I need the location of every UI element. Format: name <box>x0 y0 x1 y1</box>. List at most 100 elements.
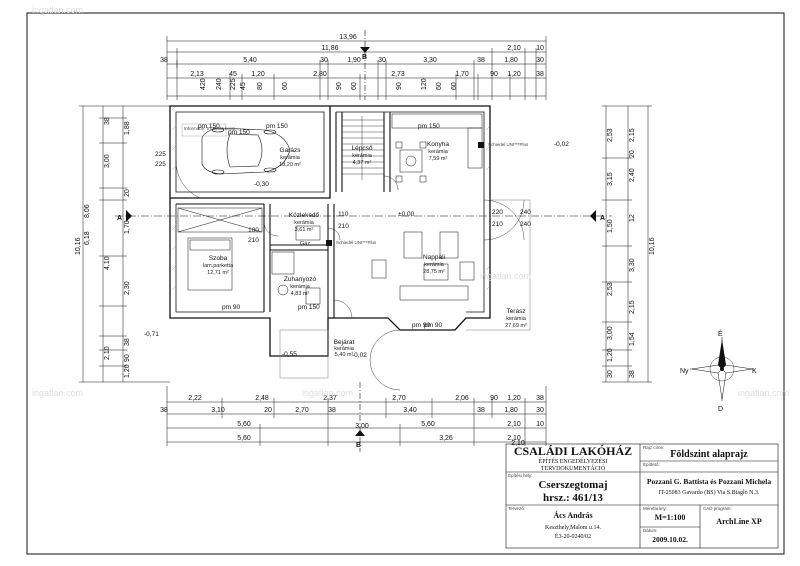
dim-top-total: 13,96 <box>339 34 357 41</box>
window-dim-225b: 225 <box>155 161 166 168</box>
room-zuhanyozo-area: 4,83 m² <box>291 291 310 297</box>
watermark-2: ingatlan.com <box>302 388 353 398</box>
dim-top-r4-2: 45 <box>229 71 237 78</box>
designer-address: Keszthely,Malom u.14. <box>545 525 601 531</box>
room-terasz-material: kerámia <box>506 316 527 322</box>
dim-left-3: 3,00 <box>104 154 111 168</box>
room-konyha-name: Konyha <box>427 141 449 148</box>
dim-right-16: 20 <box>629 150 636 158</box>
dim-left-12: 2,10 <box>104 346 111 360</box>
terrace-outline <box>466 199 531 331</box>
compass-north-label: É <box>718 329 723 338</box>
room-lepcso-material: kerámia <box>352 153 373 159</box>
entry-landing <box>279 329 329 379</box>
dim-right-11: 3,00 <box>607 326 614 340</box>
compass-south-label: D <box>718 406 723 413</box>
right-dimensions <box>602 105 652 383</box>
section-line-a: A A <box>115 210 612 222</box>
cad-label: CAD program: <box>703 506 732 511</box>
dim-right-12: 1,54 <box>629 332 636 346</box>
door-dim-110: 110 <box>338 211 349 218</box>
dim-top-r4-9: 38 <box>536 71 544 78</box>
dim-top-r4-6: 1,70 <box>455 71 469 78</box>
plan-annotations: ±0,00 -0,30 -0,02 -0,71 -0,55 -0,02 pm 1… <box>144 123 569 359</box>
dim-right-2: 2,15 <box>629 128 636 142</box>
room-lepcso-area: 4,37 m² <box>353 160 372 166</box>
dim-left-5: 8,06 <box>84 204 91 218</box>
dim-right-14: 38 <box>629 370 636 378</box>
dim-left-13: 90 <box>124 354 131 362</box>
bedroom-furniture <box>177 207 263 291</box>
dim-top-r5-10: 120 <box>421 78 428 90</box>
garage-level-marker: -0,30 <box>254 181 269 188</box>
dim-bottom-r2-1: 38 <box>160 407 168 414</box>
dim-top-r3-7: 38 <box>477 57 485 64</box>
compass-east-label: K <box>752 368 757 375</box>
bathroom-fixtures <box>271 225 321 305</box>
dim-top-r5-12: 60 <box>451 82 458 90</box>
watermark-3: ingatlan.com <box>480 271 531 281</box>
top-opening-dims: 420 240 225 45 80 60 90 60 90 120 60 60 <box>200 78 458 90</box>
dim-right-8: 2,53 <box>607 282 614 296</box>
project-subtitle-1: ÉPÍTÉS ENGEDÉLYEZÉSI <box>539 457 608 465</box>
dim-top-r5-5: 80 <box>257 82 264 90</box>
watermark: ingatlan.com ingatlan.com ingatlan.com i… <box>32 5 789 398</box>
designer-name: Ács András <box>553 510 592 520</box>
dim-left-6: 1,70 <box>124 220 131 234</box>
drawing-frame <box>26 12 785 555</box>
dim-bottom-r2-5: 38 <box>328 407 336 414</box>
parcel-number: hrsz.: 461/13 <box>543 492 603 504</box>
room-kozlekedo-name: Közlekedő <box>289 212 320 219</box>
dim-bottom-r4-3: 3,26 <box>439 435 453 442</box>
room-nappali-area: 28,75 m² <box>423 269 445 275</box>
dim-bottom-r1-4: 2,70 <box>392 395 406 402</box>
dim-bottom-r2-3: 20 <box>264 407 272 414</box>
dim-left-7: 4,10 <box>104 256 111 270</box>
room-lepcso-name: Lépcső <box>352 145 373 152</box>
dim-right-6: 12 <box>629 214 636 222</box>
dim-right-9: 2,15 <box>629 300 636 314</box>
dim-top-r4-1: 2,13 <box>190 71 204 78</box>
room-bejarat-material: kerámia <box>334 346 355 352</box>
dim-left-8: 6,18 <box>84 231 91 245</box>
dim-right-15: 30 <box>607 370 614 378</box>
dim-top-r4-5: 2,73 <box>391 71 405 78</box>
dim-left-1: 38 <box>104 117 111 125</box>
window-pm90-1: pm 90 <box>222 304 240 311</box>
room-konyha-area: 7,59 m² <box>429 156 448 162</box>
room-garazs-name: Garázs <box>280 147 302 154</box>
scale-label: Méretarány: <box>643 506 667 511</box>
room-terasz-area: 27,69 m² <box>505 323 527 329</box>
room-szoba-material: lam.parketta <box>203 263 234 269</box>
door-dim-240: 240 <box>520 209 531 216</box>
section-a-left-label: A <box>117 215 122 222</box>
room-kozlekedo-material: kerámia <box>294 220 315 226</box>
dim-top-r5-11: 60 <box>436 82 443 90</box>
dim-top-r5-1: 420 <box>200 78 207 90</box>
level-marker: ±0,00 <box>398 211 415 218</box>
dim-right-4: 2,40 <box>629 168 636 182</box>
garage-note: Informatív: 5 tonnás kocsi... <box>184 126 239 131</box>
section-b-bottom-label: B <box>356 442 361 449</box>
watermark-1: ingatlan.com <box>32 388 83 398</box>
room-konyha-material: kerámia <box>428 149 449 155</box>
window-pm150-5: pm 150 <box>298 304 320 311</box>
dim-left-4: 20 <box>124 189 131 197</box>
scale-value: M=1:100 <box>655 513 686 522</box>
left-dimensions <box>79 105 170 383</box>
schiedel-label-1: Schiedel UNI***Plus <box>488 142 529 147</box>
client-address: IT-25083 Gavardo (BS) Via S.Biaglo N.3. <box>659 489 760 496</box>
dim-bottom-r1-5: 2,06 <box>455 395 469 402</box>
dim-right-10: 10,16 <box>649 237 656 255</box>
dim-top-r3-4: 1,90 <box>347 57 361 64</box>
dim-right-1: 2,53 <box>607 128 614 142</box>
north-arrow-icon <box>690 337 754 401</box>
dim-top-r2-1: 11,86 <box>322 45 339 52</box>
door-dim-210b: 210 <box>248 237 259 244</box>
dim-bottom-r1-7: 1,20 <box>507 395 521 402</box>
window-pm150-2: pm 150 <box>266 123 288 130</box>
room-zuhanyozo-name: Zuhanyozó <box>284 276 317 283</box>
car-icon <box>201 127 291 175</box>
dim-bottom-r3-2: 5,60 <box>421 421 435 428</box>
